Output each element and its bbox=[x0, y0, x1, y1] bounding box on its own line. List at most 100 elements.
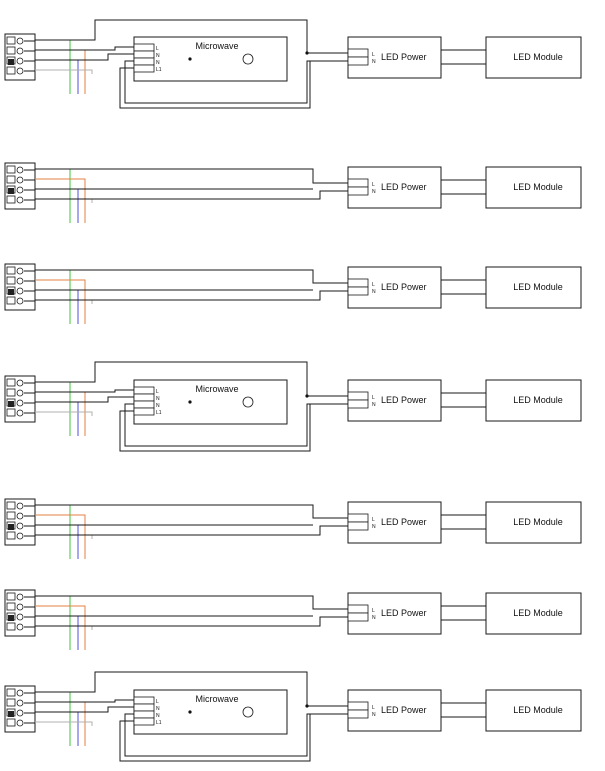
terminal-l-label: L bbox=[372, 52, 375, 58]
microwave-box bbox=[133, 379, 288, 425]
terminal-slot bbox=[6, 688, 16, 697]
terminal-screw bbox=[16, 409, 24, 417]
led-module-box bbox=[485, 379, 582, 422]
microwave-pin-terminal bbox=[133, 703, 155, 712]
wire-line-out bbox=[35, 19, 348, 54]
wire-live bbox=[35, 168, 348, 184]
led-power-unit: LN LED Power bbox=[347, 379, 442, 422]
microwave-led-indicator bbox=[188, 710, 192, 714]
wire-grey bbox=[35, 721, 93, 726]
led-power-label: LED Power bbox=[381, 517, 427, 527]
wire-green bbox=[35, 269, 71, 324]
microwave-pin-terminal bbox=[133, 717, 155, 726]
terminal-block bbox=[4, 589, 36, 637]
wire-neutral-in bbox=[35, 396, 134, 403]
led-module-unit: LED Module bbox=[485, 592, 582, 635]
wire-live bbox=[35, 595, 348, 610]
led-module-label: LED Module bbox=[513, 52, 563, 62]
led-module-unit: LED Module bbox=[485, 501, 582, 544]
led-module-unit: LED Module bbox=[485, 166, 582, 209]
wire-blue bbox=[35, 524, 79, 559]
microwave-pin-terminal bbox=[133, 710, 155, 719]
wire-orange bbox=[35, 279, 86, 324]
terminal-screw bbox=[16, 399, 24, 407]
terminal-slot bbox=[6, 195, 16, 204]
wire-return bbox=[119, 61, 311, 109]
terminal-screw bbox=[16, 267, 24, 275]
terminal-l-label: L bbox=[372, 608, 375, 614]
microwave-pin-label: L1 bbox=[156, 720, 162, 726]
terminal-l-label: L bbox=[372, 517, 375, 523]
terminal-block bbox=[4, 685, 36, 733]
led-power-label: LED Power bbox=[381, 52, 427, 62]
wire-neutral bbox=[35, 290, 348, 301]
led-module-label: LED Module bbox=[513, 608, 563, 618]
terminal-screw bbox=[16, 297, 24, 305]
wire-line-in bbox=[35, 699, 134, 703]
led-power-input-terminal bbox=[347, 286, 369, 296]
microwave-pin-terminal bbox=[133, 57, 155, 66]
junction-dot bbox=[305, 51, 309, 55]
wire-green bbox=[35, 691, 71, 746]
terminal-slot bbox=[6, 531, 16, 540]
terminal-block bbox=[4, 33, 36, 81]
led-power-input-terminal bbox=[347, 391, 369, 401]
terminal-slot bbox=[6, 378, 16, 387]
led-power-box bbox=[347, 166, 442, 209]
terminal-block bbox=[4, 375, 36, 423]
terminal-n-label: N bbox=[372, 402, 376, 408]
terminal-slot bbox=[6, 388, 16, 397]
wire-line-out bbox=[35, 361, 348, 397]
wire-blue bbox=[35, 401, 79, 436]
terminal-screw bbox=[16, 532, 24, 540]
terminal-slot bbox=[6, 501, 16, 510]
microwave-sensor-dome bbox=[242, 53, 254, 65]
microwave-pin-terminal bbox=[133, 400, 155, 409]
wire-green bbox=[35, 595, 71, 650]
terminal-slot bbox=[6, 622, 16, 631]
terminal-screw bbox=[16, 689, 24, 697]
terminal-screw bbox=[16, 57, 24, 65]
wire-return bbox=[119, 404, 311, 452]
led-module-box bbox=[485, 501, 582, 544]
led-power-label: LED Power bbox=[381, 395, 427, 405]
led-module-box bbox=[485, 166, 582, 209]
led-module-box bbox=[485, 36, 582, 79]
terminal-screw bbox=[16, 166, 24, 174]
terminal-slot bbox=[6, 175, 16, 184]
circuit-row: LN LED Power LED Module bbox=[4, 498, 582, 559]
terminal-marker bbox=[8, 615, 14, 621]
terminal-screw bbox=[16, 603, 24, 611]
wire-orange bbox=[35, 605, 86, 650]
led-power-input-terminal bbox=[347, 56, 369, 66]
terminal-screw bbox=[16, 502, 24, 510]
terminal-l-label: L bbox=[372, 182, 375, 188]
microwave-sensor-dome bbox=[242, 396, 254, 408]
terminal-l-label: L bbox=[372, 395, 375, 401]
led-module-unit: LED Module bbox=[485, 379, 582, 422]
led-power-input-terminal bbox=[347, 709, 369, 719]
led-power-input-terminal bbox=[347, 513, 369, 523]
wire-orange bbox=[35, 514, 86, 559]
wire-switched-out bbox=[124, 713, 348, 757]
microwave-sensor-dome bbox=[242, 706, 254, 718]
terminal-screw bbox=[16, 47, 24, 55]
led-module-box bbox=[485, 689, 582, 732]
led-power-label: LED Power bbox=[381, 282, 427, 292]
terminal-n-label: N bbox=[372, 524, 376, 530]
terminal-slot bbox=[6, 698, 16, 707]
led-module-box bbox=[485, 592, 582, 635]
terminal-screw bbox=[16, 287, 24, 295]
terminal-screw bbox=[16, 277, 24, 285]
microwave-label: Microwave bbox=[195, 694, 238, 704]
wire-grey bbox=[35, 198, 93, 203]
microwave-label: Microwave bbox=[195, 384, 238, 394]
terminal-marker bbox=[8, 289, 14, 295]
terminal-slot bbox=[6, 46, 16, 55]
wire-grey bbox=[35, 299, 93, 304]
